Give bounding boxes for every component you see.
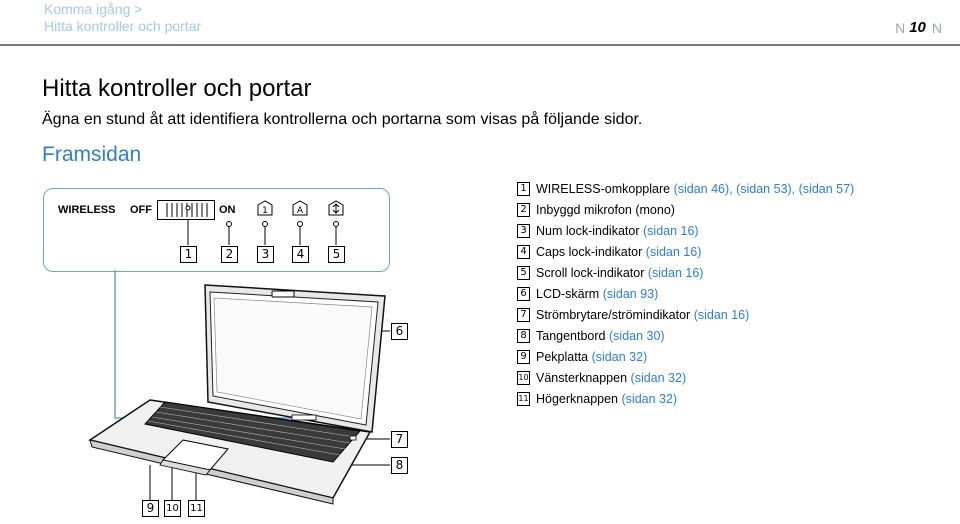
keyboard-icon [144,401,361,463]
previous-page-icon[interactable]: N [895,19,905,36]
scrolllock-icon [328,200,344,216]
callout-6: 6 [391,323,408,340]
legend-number: 5 [517,265,530,280]
legend-text: WIRELESS-omkopplare [536,181,671,196]
legend-ref[interactable]: (sidan 16) [645,244,702,259]
laptop-base [88,399,372,505]
legend-text: LCD-skärm [536,286,600,301]
legend-item: 3 Num lock-indikator (sidan 16) [517,220,854,241]
page-title: Hitta kontroller och portar [42,75,312,102]
legend-item: 11 Högerknappen (sidan 32) [517,388,854,409]
legend-ref[interactable]: (sidan 32) [630,370,687,385]
legend-number: 8 [517,328,530,343]
wireless-switch-icon [291,414,317,421]
legend-item: 10 Vänsterknappen (sidan 32) [517,367,854,388]
legend-number: 4 [517,244,530,259]
legend-item: 6 LCD-skärm (sidan 93) [517,283,854,304]
legend-text: Caps lock-indikator [536,244,643,259]
breadcrumb-current: Hitta kontroller och portar [44,18,202,34]
callout-5: 5 [328,246,345,263]
legend-ref[interactable]: (sidan 32) [621,391,678,406]
page-header: Komma igång > Hitta kontroller och porta… [0,0,960,46]
legend-item: 8 Tangentbord (sidan 30) [517,325,854,346]
legend-number: 11 [517,391,530,406]
off-label: OFF [130,204,152,216]
legend-number: 7 [517,307,530,322]
legend-number: 10 [517,370,530,385]
svg-text:A: A [297,206,304,216]
page-navigation: N 10 N [895,19,942,36]
scrolllock-dot [333,221,339,227]
callout-9: 9 [142,500,159,517]
legend-ref[interactable]: (sidan 93) [602,286,659,301]
callout-1: 1 [180,246,197,263]
legend-text: Strömbrytare/strömindikator [536,307,691,322]
legend-ref[interactable]: (sidan 46), (sidan 53), (sidan 57) [673,181,855,196]
legend-number: 3 [517,223,530,238]
legend-ref[interactable]: (sidan 16) [693,307,750,322]
legend-item: 5 Scroll lock-indikator (sidan 16) [517,262,854,283]
legend-text: Scroll lock-indikator [536,265,645,280]
legend-number: 6 [517,286,530,301]
legend-ref[interactable]: (sidan 30) [609,328,665,343]
legend-ref[interactable]: (sidan 16) [647,265,704,280]
callout-11: 11 [188,500,205,517]
svg-text:1: 1 [262,206,268,216]
numlock-dot [262,221,268,227]
page-number: 10 [909,19,926,36]
mic-dot [226,221,232,227]
legend-item: 7 Strömbrytare/strömindikator (sidan 16) [517,304,854,325]
callout-3: 3 [257,246,274,263]
callout-2: 2 [221,246,238,263]
wireless-label: WIRELESS [58,204,116,216]
next-page-icon[interactable]: N [931,19,942,36]
legend-text: Högerknappen [536,391,619,406]
component-legend: 1 WIRELESS-omkopplare (sidan 46), (sidan … [517,178,854,409]
on-label: ON [219,204,236,216]
callout-10: 10 [164,500,181,517]
laptop-lid [204,284,386,433]
power-icon [349,435,357,441]
legend-item: 2 Inbyggd mikrofon (mono) [517,199,854,220]
legend-ref[interactable]: (sidan 16) [643,223,699,238]
switch-indicator-panel [43,188,390,272]
intro-text: Ägna en stund åt att identifiera kontrol… [42,111,643,128]
legend-text: Tangentbord [536,328,606,343]
legend-number: 2 [517,202,530,217]
legend-text: Vänsterknappen [536,370,628,385]
wireless-slider-icon [157,200,215,220]
touchpad-buttons [159,459,211,476]
callout-8: 8 [391,457,408,474]
legend-text: Pekplatta [536,349,589,364]
capslock-dot [297,221,303,227]
section-heading: Framsidan [42,143,142,166]
capslock-icon: A [292,200,308,216]
legend-text: Num lock-indikator [536,223,640,238]
legend-item: 9 Pekplatta (sidan 32) [517,346,854,367]
legend-text: Inbyggd mikrofon (mono) [536,202,675,217]
legend-item: 1 WIRELESS-omkopplare (sidan 46), (sidan … [517,178,854,199]
legend-ref[interactable]: (sidan 32) [591,349,648,364]
legend-number: 1 [517,181,530,196]
legend-number: 9 [517,349,530,364]
breadcrumb-parent[interactable]: Komma igång > [44,1,143,17]
callout-4: 4 [292,246,309,263]
numlock-icon: 1 [257,200,273,216]
callout-7: 7 [391,431,408,448]
legend-item: 4 Caps lock-indikator (sidan 16) [517,241,854,262]
camera-icon [271,290,295,298]
